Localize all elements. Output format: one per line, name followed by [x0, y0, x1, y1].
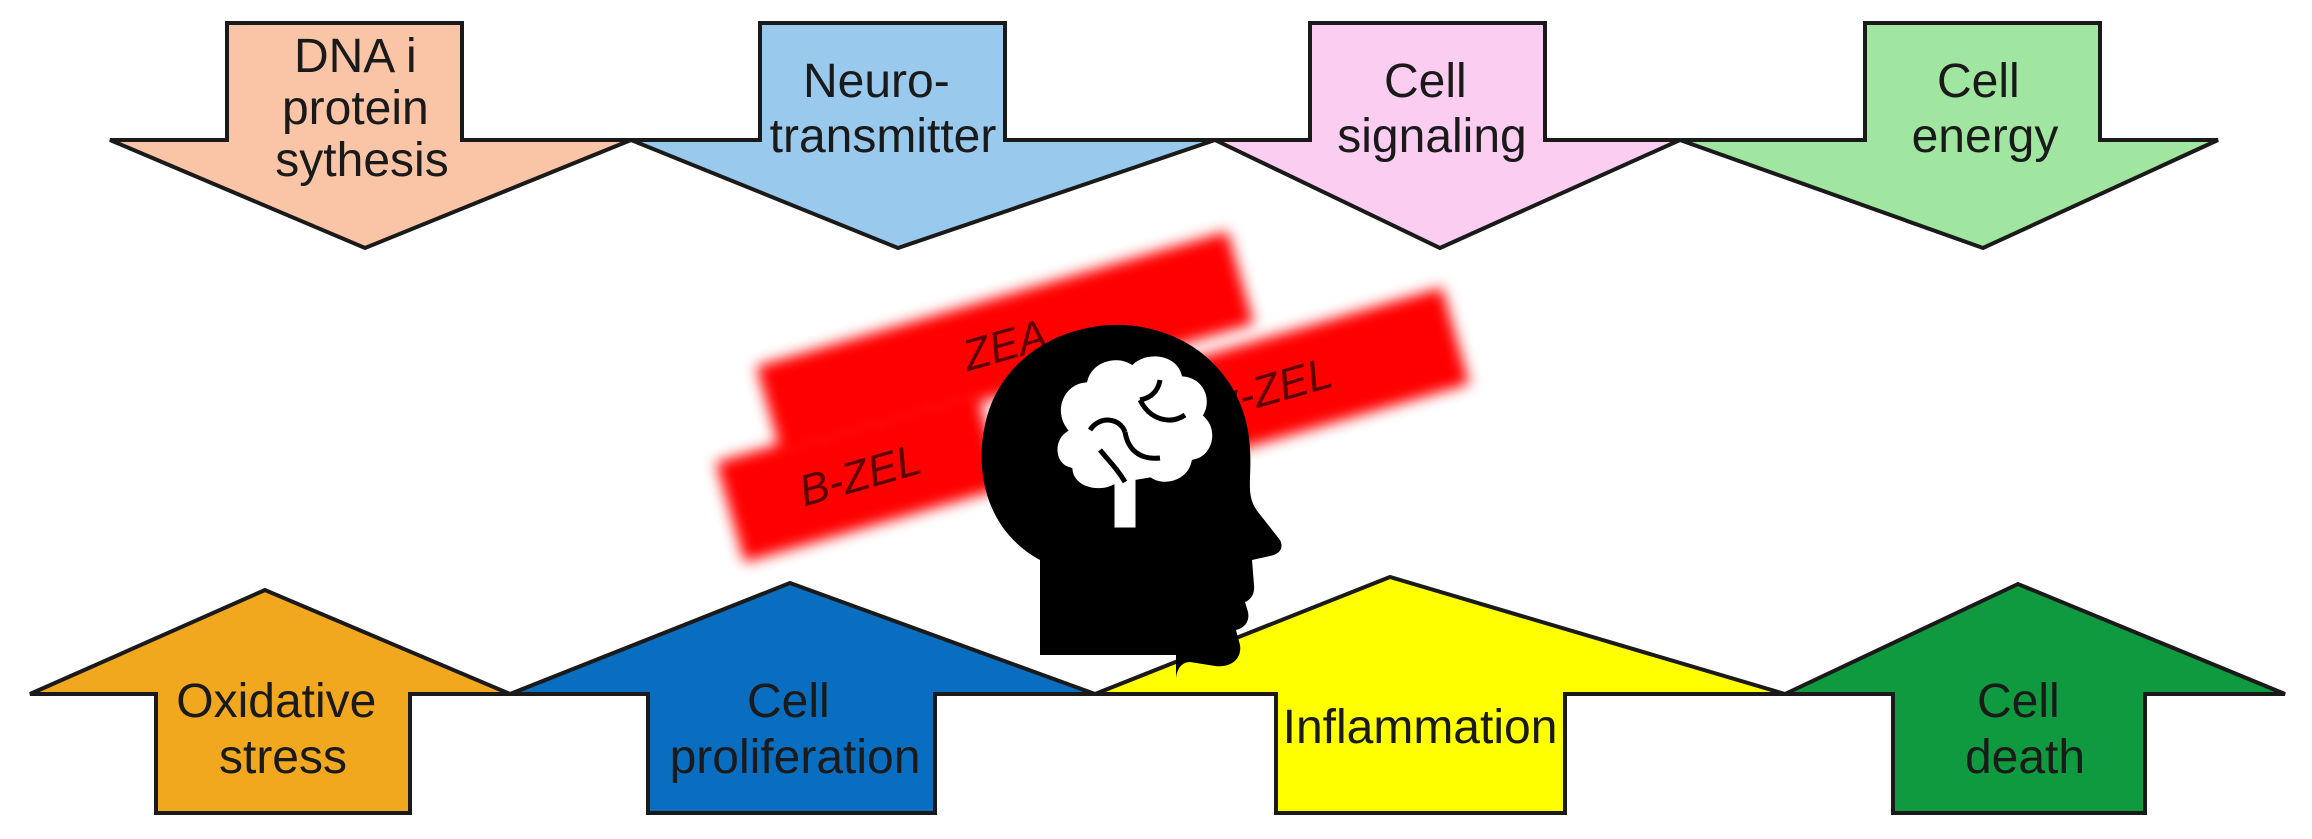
down-arrow-label: DNA i protein sythesis	[275, 30, 448, 187]
down-arrow-shape	[630, 21, 1216, 251]
down-arrow-label: Neuro- transmitter	[770, 55, 997, 163]
up-arrow-shape	[509, 580, 1096, 815]
head-brain-icon	[981, 324, 1282, 680]
down-arrow-cell-signaling: Cell signaling	[1214, 21, 1681, 251]
toxin-bar-shape	[715, 387, 1005, 563]
up-arrow-cell-proliferation: Cell proliferation	[509, 580, 1096, 815]
up-arrow-label: Cell death	[1965, 675, 2085, 784]
toxin-bar-shape	[756, 231, 1254, 459]
down-arrow-shape	[1214, 21, 1681, 251]
toxin-bar-b-zel: B-ZEL	[715, 387, 1005, 563]
brain-icon	[1052, 351, 1218, 533]
down-arrow-dna-protein-synthesis: DNA i protein sythesis	[109, 21, 632, 251]
down-arrow-neurotransmitter: Neuro- transmitter	[630, 21, 1216, 251]
up-arrow-cell-death: Cell death	[1784, 581, 2286, 815]
up-arrow-label: Cell proliferation	[670, 675, 921, 784]
down-arrow-shape	[109, 21, 632, 251]
down-arrow-label: Cell signaling	[1337, 55, 1526, 163]
down-arrow-cell-energy: Cell energy	[1679, 21, 2219, 251]
head-silhouette-bottom	[1040, 600, 1176, 655]
up-arrow-shape	[1094, 574, 1786, 815]
up-arrow-label: Inflammation	[1283, 701, 1558, 754]
up-arrow-shape	[1784, 581, 2286, 815]
up-arrow-shape	[29, 587, 511, 815]
down-arrow-label: Cell energy	[1912, 55, 2059, 163]
up-arrow-label: Oxidative stress	[176, 675, 389, 784]
up-arrow-inflammation: Inflammation	[1094, 574, 1786, 815]
up-arrow-oxidative-stress: Oxidative stress	[29, 587, 511, 815]
down-arrow-shape	[1679, 21, 2219, 251]
